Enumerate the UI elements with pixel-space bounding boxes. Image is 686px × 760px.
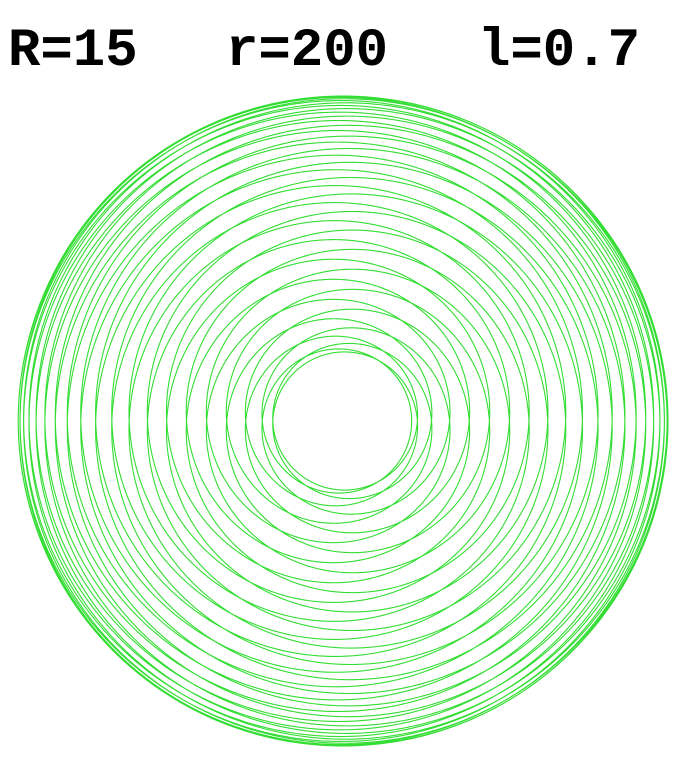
param-r-label: r=200 <box>226 21 389 82</box>
param-l-label: l=0.7 <box>478 21 641 82</box>
param-R-label: R=15 <box>8 21 138 82</box>
spirograph-curve <box>17 95 669 747</box>
